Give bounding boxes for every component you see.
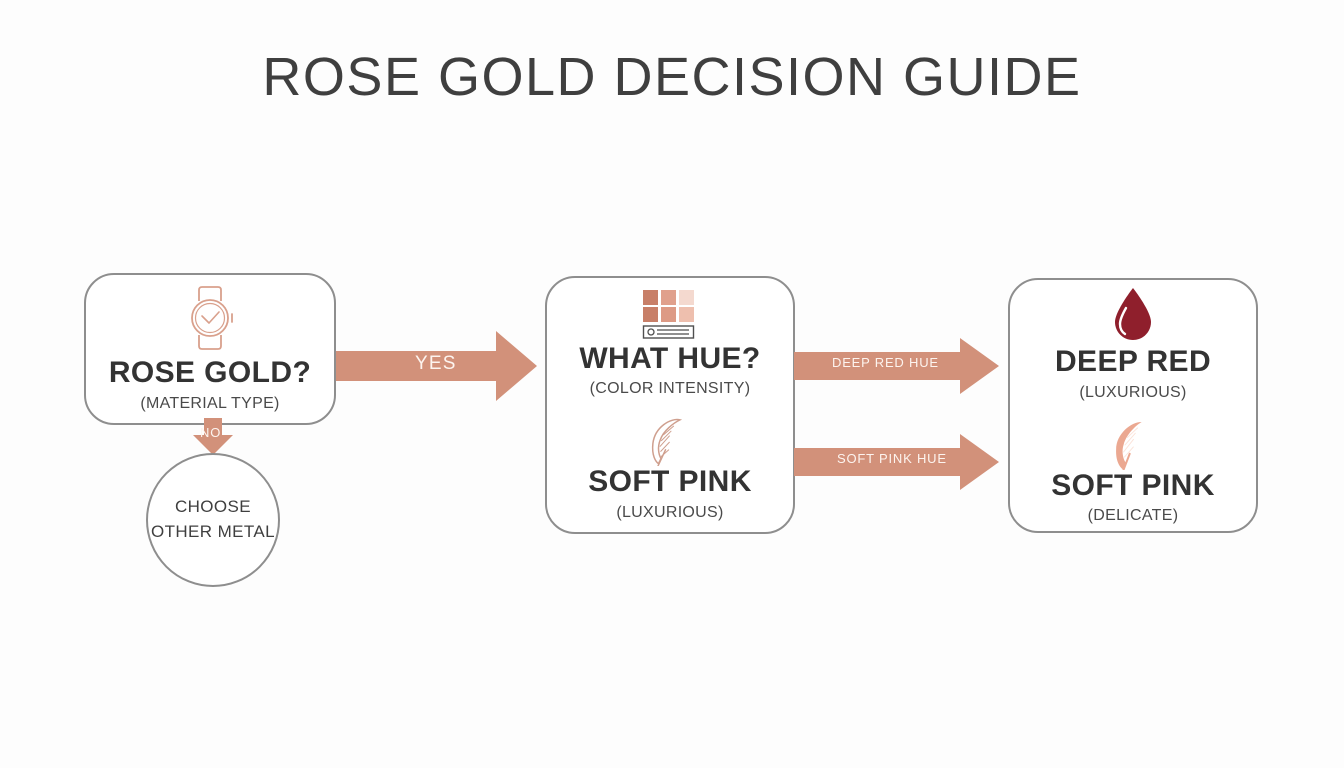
- node-what-hue-upper: WHAT HUE? (COLOR INTENSITY): [579, 289, 760, 399]
- edge-arrow-no[interactable]: [191, 418, 235, 456]
- droplet-icon: [1109, 286, 1157, 342]
- node-other-metal-line2: OTHER METAL: [150, 522, 276, 541]
- node-what-hue-lower: SOFT PINK (LUXURIOUS): [588, 414, 752, 522]
- node-what-hue-title2: SOFT PINK: [588, 465, 752, 498]
- node-rose-gold-title: ROSE GOLD?: [108, 356, 312, 390]
- node-what-hue-subtitle2: (LUXURIOUS): [616, 503, 724, 521]
- node-results-subtitle: (LUXURIOUS): [1079, 383, 1187, 401]
- node-results-title2: SOFT PINK: [1051, 468, 1215, 502]
- feather-icon: [642, 416, 698, 468]
- node-rose-gold-subtitle: (MATERIAL TYPE): [140, 394, 280, 412]
- color-palette-icon: [641, 289, 699, 339]
- edge-arrow-yes[interactable]: [336, 331, 538, 401]
- node-choose-other-metal[interactable]: CHOOSE OTHER METAL: [146, 453, 280, 587]
- node-other-metal-line1: CHOOSE: [174, 497, 252, 517]
- edge-arrow-soft-pink-hue[interactable]: [794, 434, 1000, 490]
- node-results[interactable]: DEEP RED (LUXURIOUS): [1008, 278, 1258, 533]
- node-what-hue-title: WHAT HUE?: [579, 341, 761, 375]
- node-results-title: DEEP RED: [1054, 345, 1212, 378]
- node-rose-gold[interactable]: ROSE GOLD? (MATERIAL TYPE): [84, 273, 336, 425]
- node-results-subtitle2: (DELICATE): [1087, 507, 1179, 524]
- feather-icon: [1105, 421, 1161, 474]
- node-results-upper: DEEP RED (LUXURIOUS): [1055, 286, 1211, 402]
- node-results-lower: SOFT PINK (DELICATE): [1051, 418, 1215, 526]
- node-what-hue[interactable]: WHAT HUE? (COLOR INTENSITY): [545, 276, 795, 534]
- wristwatch-icon: [179, 285, 241, 351]
- node-other-metal-label: CHOOSE OTHER METAL: [151, 495, 275, 544]
- page-title: ROSE GOLD DECISION GUIDE: [262, 47, 1082, 107]
- edge-arrow-deep-red-hue[interactable]: [794, 338, 1000, 394]
- node-what-hue-subtitle: (COLOR INTENSITY): [589, 380, 751, 397]
